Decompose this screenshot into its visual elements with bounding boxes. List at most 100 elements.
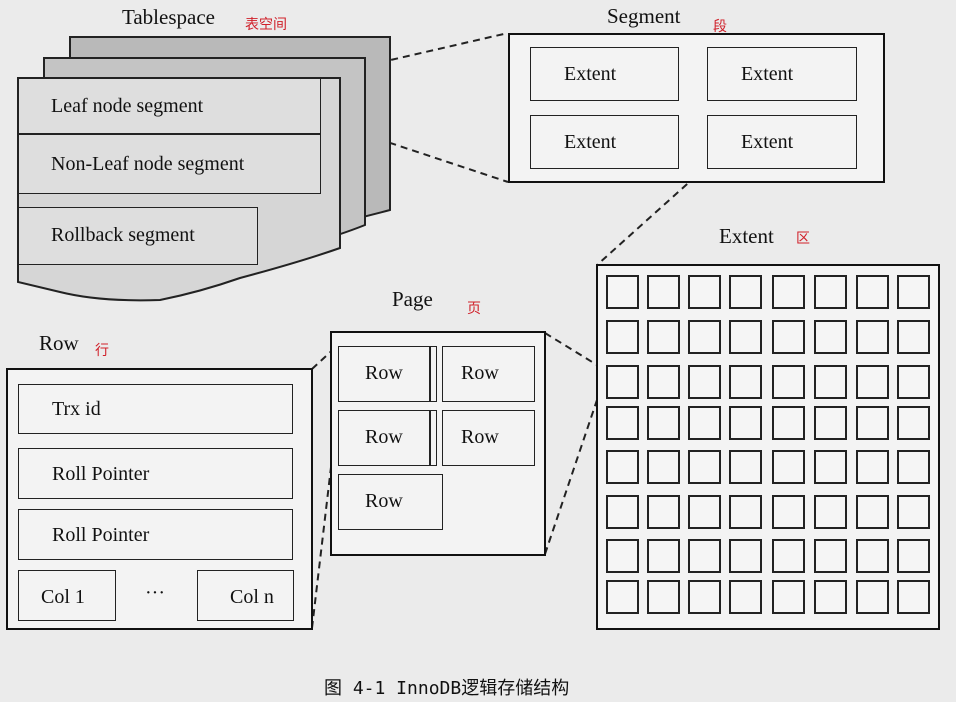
extent-page-cell [606, 495, 639, 529]
segment-box: Extent Extent Extent Extent [508, 33, 885, 183]
extent-page-cell [814, 320, 847, 354]
extent-page-cell [772, 365, 805, 399]
row-title-cn: 行 [95, 343, 109, 359]
row-field-label: Roll Pointer [52, 524, 150, 546]
segment-extent: Extent [530, 115, 679, 169]
non-leaf-node-segment: Non-Leaf node segment [18, 134, 321, 194]
page-row-label: Row [365, 426, 403, 448]
extent-page-cell [856, 406, 889, 440]
extent-page-cell [856, 365, 889, 399]
page-row [430, 346, 437, 402]
extent-title-cn: 区 [796, 231, 810, 247]
extent-page-cell [647, 406, 680, 440]
page-row-label: Row [461, 426, 499, 448]
segment-extent: Extent [530, 47, 679, 101]
extent-page-cell [729, 406, 762, 440]
extent-page-grid [596, 264, 940, 630]
extent-page-cell [897, 365, 930, 399]
extent-page-cell [729, 450, 762, 484]
figure-caption: 图 4-1 InnoDB逻辑存储结构 [324, 678, 570, 699]
extent-page-cell [897, 539, 930, 573]
row-title: Row [39, 331, 79, 355]
extent-page-cell [814, 539, 847, 573]
page-row: Row [442, 346, 535, 402]
extent-page-cell [897, 495, 930, 529]
row-col-ellipsis: ··· [145, 582, 165, 604]
extent-page-cell [729, 275, 762, 309]
rollback-segment-label: Rollback segment [51, 224, 195, 246]
extent-page-cell [688, 580, 721, 614]
extent-page-cell [856, 495, 889, 529]
extent-page-cell [647, 580, 680, 614]
page-row [430, 410, 437, 466]
page-row: Row [338, 474, 443, 530]
extent-page-cell [688, 539, 721, 573]
row-col-first: Col 1 [18, 570, 116, 621]
segment-extent-label: Extent [741, 131, 794, 153]
extent-page-cell [772, 406, 805, 440]
row-field-label: Roll Pointer [52, 463, 150, 485]
extent-page-cell [856, 539, 889, 573]
page-row: Row [442, 410, 535, 466]
segment-extent-label: Extent [564, 63, 617, 85]
extent-page-cell [772, 495, 805, 529]
extent-page-cell [729, 495, 762, 529]
extent-page-cell [729, 320, 762, 354]
extent-page-cell [729, 365, 762, 399]
extent-page-cell [772, 450, 805, 484]
page-row-label: Row [461, 362, 499, 384]
extent-page-cell [897, 406, 930, 440]
extent-page-cell [814, 450, 847, 484]
page-row-label: Row [365, 490, 403, 512]
segment-extent: Extent [707, 115, 857, 169]
segment-title-cn: 段 [713, 19, 727, 35]
extent-page-cell [688, 450, 721, 484]
tablespace-title-cn: 表空间 [245, 17, 287, 33]
extent-title: Extent [719, 224, 774, 248]
extent-page-cell [688, 320, 721, 354]
extent-page-cell [897, 580, 930, 614]
segment-extent-label: Extent [741, 63, 794, 85]
extent-page-cell [606, 365, 639, 399]
extent-page-cell [772, 539, 805, 573]
extent-page-cell [606, 320, 639, 354]
extent-page-cell [688, 495, 721, 529]
extent-page-cell [647, 275, 680, 309]
extent-page-cell [814, 275, 847, 309]
extent-page-cell [856, 320, 889, 354]
tablespace-title: Tablespace [122, 5, 215, 29]
leaf-node-segment-label: Leaf node segment [51, 95, 204, 117]
row-field-trx-id: Trx id [18, 384, 293, 434]
row-col-last-label: Col n [230, 586, 274, 608]
extent-page-cell [647, 495, 680, 529]
extent-page-cell [772, 275, 805, 309]
extent-page-cell [606, 539, 639, 573]
extent-page-cell [688, 275, 721, 309]
extent-page-cell [688, 365, 721, 399]
page-row: Row [338, 410, 430, 466]
extent-page-cell [606, 406, 639, 440]
extent-page-cell [688, 406, 721, 440]
extent-page-cell [647, 320, 680, 354]
row-field-roll-pointer: Roll Pointer [18, 509, 293, 560]
extent-page-cell [647, 365, 680, 399]
extent-page-cell [729, 580, 762, 614]
extent-page-cell [897, 320, 930, 354]
page-title-cn: 页 [467, 301, 481, 317]
extent-page-cell [606, 580, 639, 614]
extent-page-cell [897, 450, 930, 484]
extent-page-cell [814, 495, 847, 529]
segment-extent: Extent [707, 47, 857, 101]
row-field-label: Trx id [52, 398, 101, 420]
extent-page-cell [897, 275, 930, 309]
leaf-node-segment: Leaf node segment [18, 78, 321, 134]
extent-page-cell [647, 539, 680, 573]
segment-extent-label: Extent [564, 131, 617, 153]
non-leaf-node-segment-label: Non-Leaf node segment [51, 153, 245, 175]
row-box: Trx id Roll Pointer Roll Pointer Col 1 ·… [6, 368, 313, 630]
extent-page-cell [856, 580, 889, 614]
row-field-roll-pointer: Roll Pointer [18, 448, 293, 499]
extent-page-cell [856, 450, 889, 484]
row-col-first-label: Col 1 [41, 586, 85, 608]
extent-page-cell [729, 539, 762, 573]
